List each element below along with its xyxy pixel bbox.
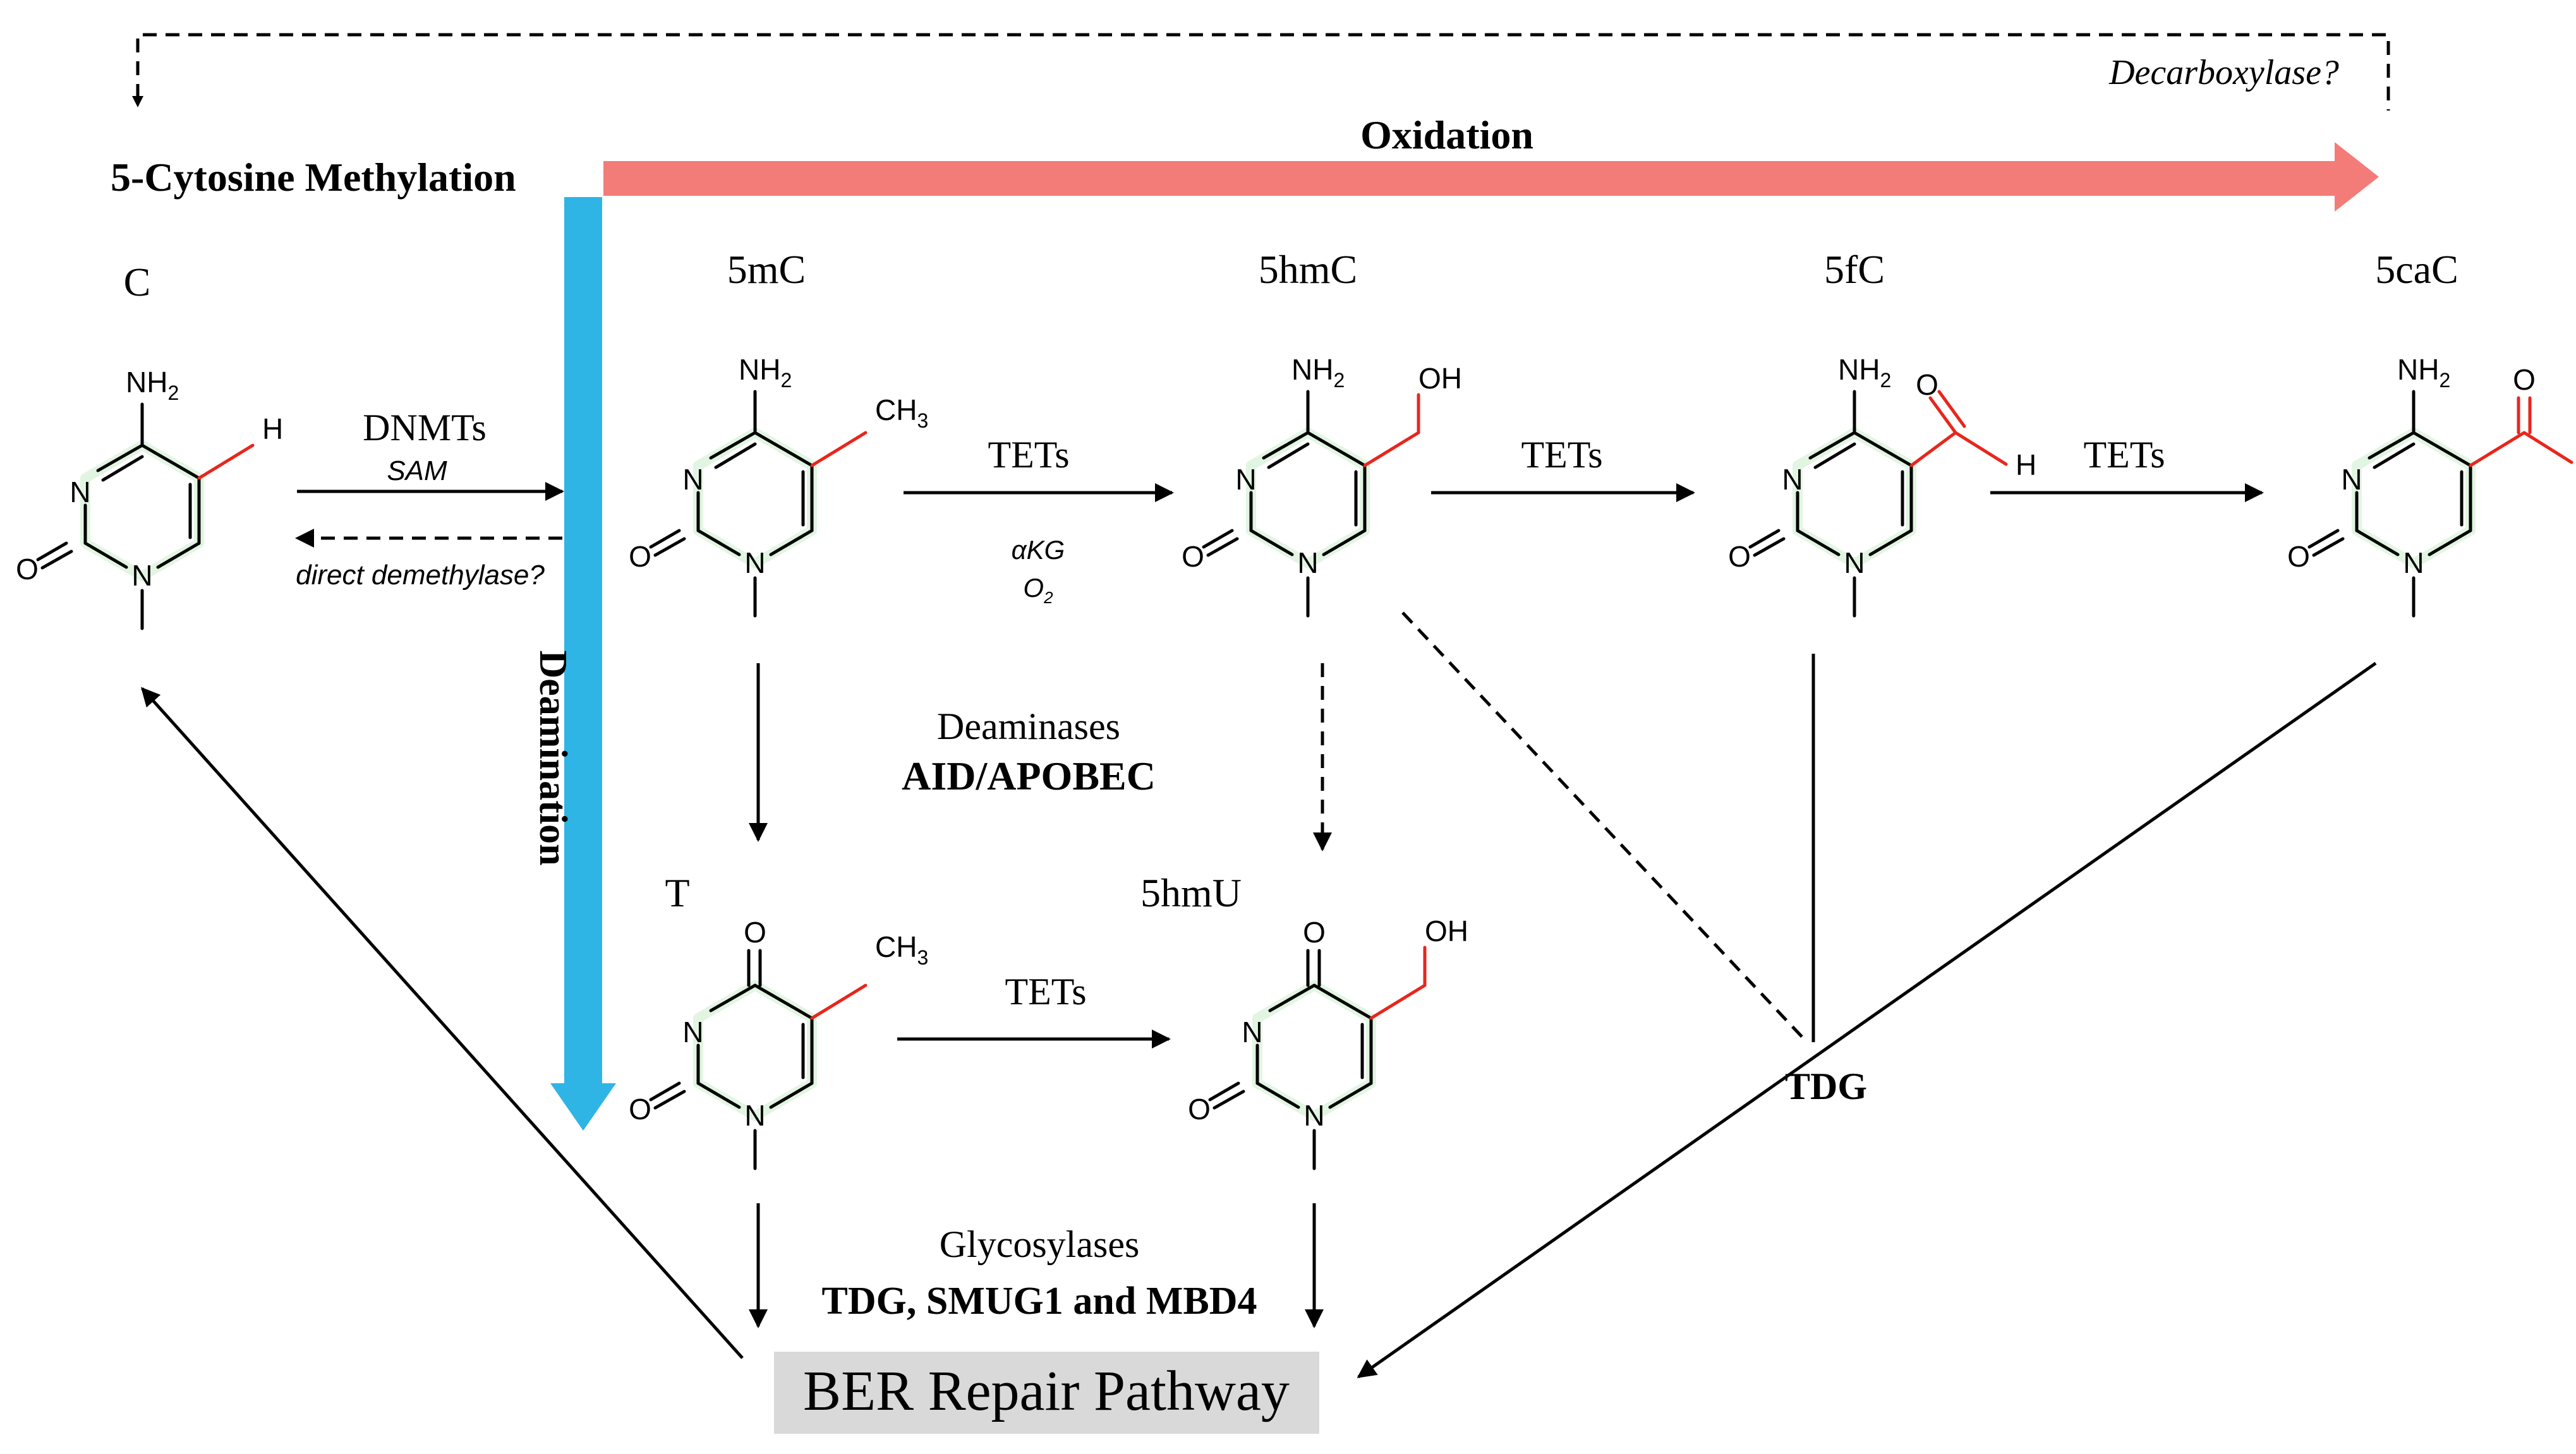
aid-apobec-label: AID/APOBEC xyxy=(902,754,1156,798)
hydroxyl-label: OH xyxy=(1418,362,1462,395)
tets-label: TETs xyxy=(1521,434,1602,476)
thymine-title: T xyxy=(665,870,689,915)
cytosine-structure: H xyxy=(16,366,283,628)
dnmts-label: DNMTs xyxy=(363,407,487,448)
direct-demethylase-label: direct demethylase? xyxy=(296,560,545,591)
methyl-group-label: CH3 xyxy=(875,394,928,432)
5hmu-title: 5hmU xyxy=(1140,870,1242,915)
tets-label: TETs xyxy=(1005,971,1086,1012)
methylation-header: 5-Cytosine Methylation xyxy=(111,155,516,200)
5hmc-structure: OH xyxy=(1182,353,1462,616)
aldehyde-oxygen-label: O xyxy=(1916,368,1938,401)
cytosine-title: C xyxy=(124,260,151,304)
tdg-dashed-line-5hmc xyxy=(1401,611,1808,1043)
5fc-title: 5fC xyxy=(1824,247,1885,292)
tdg-label: TDG xyxy=(1785,1066,1867,1107)
akg-label: αKG xyxy=(1012,535,1065,565)
5mc-structure: CH3 xyxy=(629,353,928,616)
tdg-line-5cac xyxy=(1357,661,2377,1379)
5mc-title: 5mC xyxy=(727,247,806,292)
deaminases-label: Deaminases xyxy=(937,706,1120,747)
aldehyde-hydrogen-label: H xyxy=(2016,448,2036,481)
oxidation-label: Oxidation xyxy=(1360,112,1533,157)
ber-return-arrow xyxy=(140,687,744,1359)
tets-label: TETs xyxy=(2083,434,2165,476)
ber-box xyxy=(774,1352,1319,1434)
decarboxylase-note: Decarboxylase? xyxy=(2108,53,2339,92)
5hmc-title: 5hmC xyxy=(1259,247,1357,292)
carboxyl-oxygen-label: O xyxy=(2513,363,2536,396)
thymine-structure: CH3 xyxy=(629,916,928,1169)
oxidation-arrow xyxy=(603,142,2379,212)
oxygen-cofactor-label: O2 xyxy=(1023,573,1053,607)
5cac-structure: O OH xyxy=(2287,353,2573,616)
sam-label: SAM xyxy=(387,455,447,486)
hydrogen-label: H xyxy=(262,412,283,445)
5fc-structure: O H xyxy=(1728,353,2036,616)
ber-label: BER Repair Pathway xyxy=(803,1360,1290,1422)
decarboxylase-bracket xyxy=(136,33,2390,111)
decarboxylase-arrowhead xyxy=(132,96,143,107)
methyl-group-label: CH3 xyxy=(875,930,928,969)
hydroxyl-label: OH xyxy=(1425,915,1468,947)
deamination-label: Deamination xyxy=(531,651,574,866)
glycosylases-label: Glycosylases xyxy=(940,1223,1140,1265)
5cac-title: 5caC xyxy=(2375,247,2458,292)
tets-label: TETs xyxy=(988,434,1069,476)
glycosylase-list-label: TDG, SMUG1 and MBD4 xyxy=(822,1280,1257,1323)
5hmu-structure: OH xyxy=(1188,915,1468,1169)
deamination-arrow xyxy=(550,197,616,1131)
